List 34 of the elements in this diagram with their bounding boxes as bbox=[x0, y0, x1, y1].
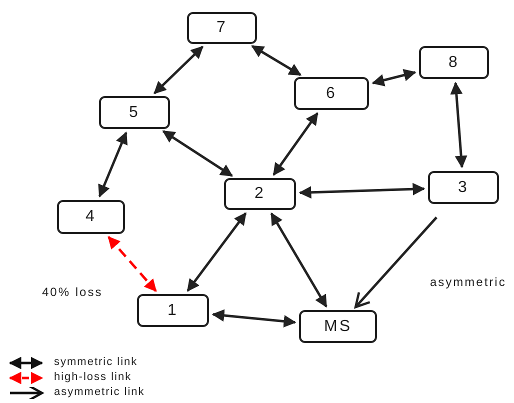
node-box bbox=[99, 96, 170, 129]
node-label: 8 bbox=[448, 54, 460, 70]
node-label: 1 bbox=[168, 302, 178, 318]
arrow bbox=[251, 44, 302, 76]
node-box bbox=[187, 12, 257, 44]
node-label: 4 bbox=[86, 209, 96, 225]
node-label: 7 bbox=[216, 20, 228, 36]
arrow bbox=[162, 130, 234, 177]
node-label: 5 bbox=[129, 104, 140, 120]
arrow bbox=[270, 212, 328, 308]
legend-label: high-loss link bbox=[54, 372, 132, 383]
legend-label: asymmetric link bbox=[54, 387, 145, 398]
arrow bbox=[186, 212, 247, 292]
node-box bbox=[137, 294, 209, 327]
node-label: 3 bbox=[458, 180, 469, 196]
node-box bbox=[299, 310, 377, 343]
arrow bbox=[108, 236, 157, 292]
node-box bbox=[224, 178, 296, 210]
arrow bbox=[154, 46, 204, 94]
arrow bbox=[272, 112, 318, 176]
arrow bbox=[212, 309, 296, 328]
arrow bbox=[354, 216, 438, 308]
arrow bbox=[98, 132, 128, 198]
arrow bbox=[372, 69, 416, 86]
node-box bbox=[419, 46, 489, 79]
node-box bbox=[294, 77, 369, 110]
node-box bbox=[57, 200, 125, 234]
legend-label: symmetric link bbox=[54, 357, 138, 368]
node-label: 2 bbox=[254, 186, 266, 202]
arrow bbox=[450, 82, 468, 168]
node-label: MS bbox=[324, 318, 352, 334]
node-box bbox=[428, 171, 499, 204]
node-label: 6 bbox=[326, 86, 337, 102]
arrow bbox=[298, 182, 426, 199]
